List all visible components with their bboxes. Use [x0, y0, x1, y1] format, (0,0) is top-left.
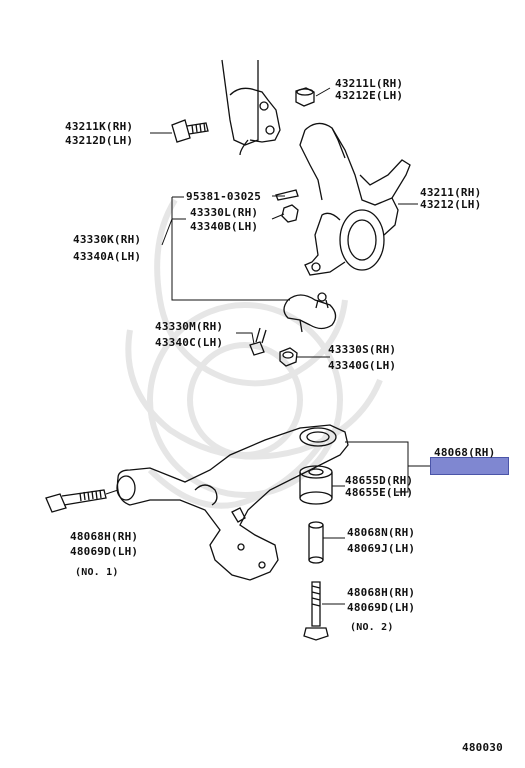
label-43330m[interactable]: 43330M(RH): [155, 320, 224, 333]
ball-joint: [283, 292, 337, 333]
bushing-48655d: [299, 465, 333, 505]
label-43212d[interactable]: 43212D(LH): [65, 134, 134, 147]
highlight-48068[interactable]: [430, 457, 509, 475]
label-43212[interactable]: 43212(LH): [420, 198, 482, 211]
bolt-43211k: [171, 119, 209, 143]
label-48655e[interactable]: 48655E(LH): [345, 486, 414, 499]
leader-lines: [105, 87, 430, 605]
label-48068h-2[interactable]: 48068H(RH): [347, 586, 416, 599]
bolt-no1: [45, 489, 107, 513]
label-48068h-1[interactable]: 48068H(RH): [70, 530, 139, 543]
label-48069j[interactable]: 48069J(LH): [347, 542, 416, 555]
strut-assembly: [221, 59, 281, 156]
label-43211k[interactable]: 43211K(RH): [65, 120, 134, 133]
label-48068[interactable]: 48068(RH): [434, 446, 496, 459]
label-43212e[interactable]: 43212E(LH): [335, 89, 404, 102]
label-43211l[interactable]: 43211L(RH): [335, 77, 404, 90]
castle-nut: [281, 204, 299, 223]
label-43211[interactable]: 43211(RH): [420, 186, 482, 199]
watermark-crest: [125, 198, 383, 509]
label-43340c[interactable]: 43340C(LH): [155, 336, 224, 349]
label-43340a[interactable]: 43340A(LH): [73, 250, 142, 263]
label-48655d[interactable]: 48655D(RH): [345, 474, 414, 487]
label-43330l[interactable]: 43330L(RH): [190, 206, 259, 219]
label-95381[interactable]: 95381-03025: [186, 190, 262, 203]
label-no2: (NO. 2): [350, 622, 394, 633]
label-48068n[interactable]: 48068N(RH): [347, 526, 416, 539]
cotter-pin: [275, 189, 299, 201]
label-no1: (NO. 1): [75, 567, 119, 578]
label-43340b[interactable]: 43340B(LH): [190, 220, 259, 233]
label-43330k[interactable]: 43330K(RH): [73, 233, 142, 246]
bolt-43330m: [249, 327, 267, 356]
label-48069d-2[interactable]: 48069D(LH): [347, 601, 416, 614]
label-48069d-1[interactable]: 48069D(LH): [70, 545, 139, 558]
diagram-code: 480030: [462, 741, 503, 754]
steering-knuckle: [299, 122, 411, 276]
label-43340g[interactable]: 43340G(LH): [328, 359, 397, 372]
bolt-no2: [303, 581, 329, 641]
lower-control-arm: [116, 424, 349, 581]
nut-43330s: [279, 347, 298, 367]
collar-48068n: [308, 521, 324, 564]
nut-43211l: [295, 87, 315, 107]
label-43330s[interactable]: 43330S(RH): [328, 343, 397, 356]
